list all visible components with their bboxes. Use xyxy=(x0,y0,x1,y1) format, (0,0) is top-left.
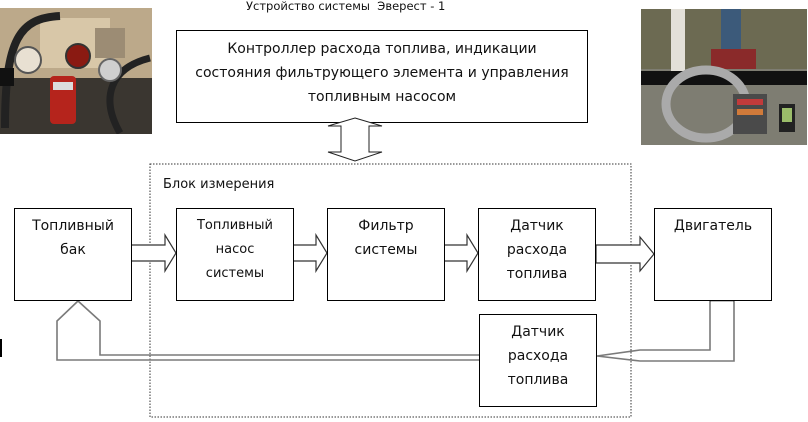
controller-line-1: Контроллер расхода топлива, индикации xyxy=(227,41,537,57)
fuel-pump-line-3: системы xyxy=(205,266,265,281)
diagram-title: Устройство системы Эверест - 1 xyxy=(246,0,446,13)
filter-line-1: Фильтр xyxy=(358,218,414,234)
measurement-block-label: Блок измерения xyxy=(163,177,275,192)
cabin-dashboard-photo xyxy=(641,9,807,145)
flow-sensor-return-box: Датчик расхода топлива xyxy=(479,314,597,407)
flow-sensor-return-line-2: расхода xyxy=(507,348,569,364)
fuel-pump-line-2: насос xyxy=(215,242,255,257)
controller-line-3: топливным насосом xyxy=(307,89,457,105)
arrow-filter-to-sensor xyxy=(443,232,479,274)
flow-sensor-return-line-1: Датчик xyxy=(511,324,565,340)
fuel-tank-line-1: Топливный xyxy=(32,218,114,234)
engine-box: Двигатель xyxy=(654,208,772,301)
flow-sensor-forward-line-2: расхода xyxy=(506,242,568,258)
fuel-tank-box: Топливный бак xyxy=(14,208,132,301)
controller-line-2: состояния фильтрующего элемента и управл… xyxy=(195,65,569,81)
return-line-engine-to-sensor xyxy=(596,300,735,362)
return-line-sensor-to-tank xyxy=(56,299,480,361)
fuel-pump-line-1: Топливный xyxy=(196,218,274,233)
controller-bidirectional-arrow xyxy=(327,117,383,162)
fuel-system-photo xyxy=(0,8,152,134)
arrow-sensor-to-engine xyxy=(595,235,655,273)
filter-line-2: системы xyxy=(354,242,418,258)
arrow-pump-to-filter xyxy=(292,232,328,274)
flow-sensor-forward-box: Датчик расхода топлива xyxy=(478,208,596,301)
flow-sensor-forward-line-3: топлива xyxy=(506,266,568,282)
controller-box: Контроллер расхода топлива, индикации со… xyxy=(176,30,588,123)
fuel-tank-line-2: бак xyxy=(60,242,86,258)
fuel-pump-box: Топливный насос системы xyxy=(176,208,294,301)
filter-box: Фильтр системы xyxy=(327,208,445,301)
engine-line-1: Двигатель xyxy=(673,218,753,234)
measurement-block-border xyxy=(149,163,632,418)
flow-sensor-return-line-3: топлива xyxy=(507,372,569,388)
fuel-system-photo-art xyxy=(0,8,152,134)
arrow-tank-to-pump xyxy=(130,232,177,274)
cabin-dashboard-photo-art xyxy=(641,9,807,145)
flow-sensor-forward-line-1: Датчик xyxy=(510,218,564,234)
